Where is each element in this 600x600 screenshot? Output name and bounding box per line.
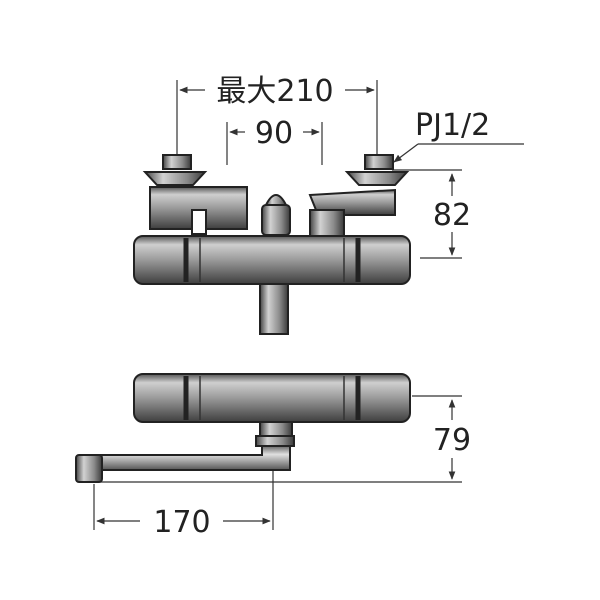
faucet-main-body-side bbox=[133, 373, 411, 423]
thread-spec-leader bbox=[393, 143, 419, 163]
left-inlet-fitting bbox=[142, 154, 248, 235]
inlet-spacing-label: 90 bbox=[255, 116, 293, 151]
lower-stem bbox=[259, 283, 289, 335]
side-view: 79 170 bbox=[75, 373, 471, 540]
top-view: 最大210 90 PJ1/2 82 bbox=[133, 74, 524, 335]
thread-spec-label: PJ1/2 bbox=[415, 108, 490, 143]
inlet-height-label: 82 bbox=[433, 198, 471, 233]
center-knob bbox=[261, 194, 291, 236]
right-inlet-fitting bbox=[308, 154, 410, 237]
spout-length-label: 170 bbox=[153, 505, 210, 540]
top-width-label: 最大210 bbox=[216, 74, 333, 109]
spout-arm bbox=[75, 445, 291, 483]
spout-swivel-joint bbox=[255, 421, 295, 447]
spout-height-label: 79 bbox=[433, 423, 471, 458]
faucet-main-body-top bbox=[133, 235, 411, 285]
